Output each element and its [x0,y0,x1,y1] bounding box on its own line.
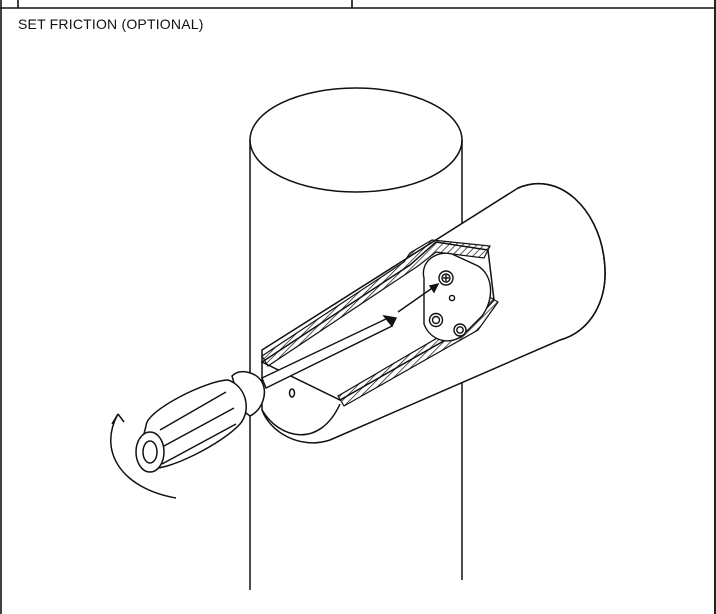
rotation-arrow-icon [110,413,177,499]
screwdriver-handle [135,370,266,473]
screw-left [428,312,444,328]
caption-heading: SET FRICTION (OPTIONAL) [18,16,204,32]
pole [249,87,463,590]
screw-right [453,323,467,337]
friction-plate [422,252,492,342]
screwdriver-shaft [261,282,440,389]
screw-top [438,270,454,286]
